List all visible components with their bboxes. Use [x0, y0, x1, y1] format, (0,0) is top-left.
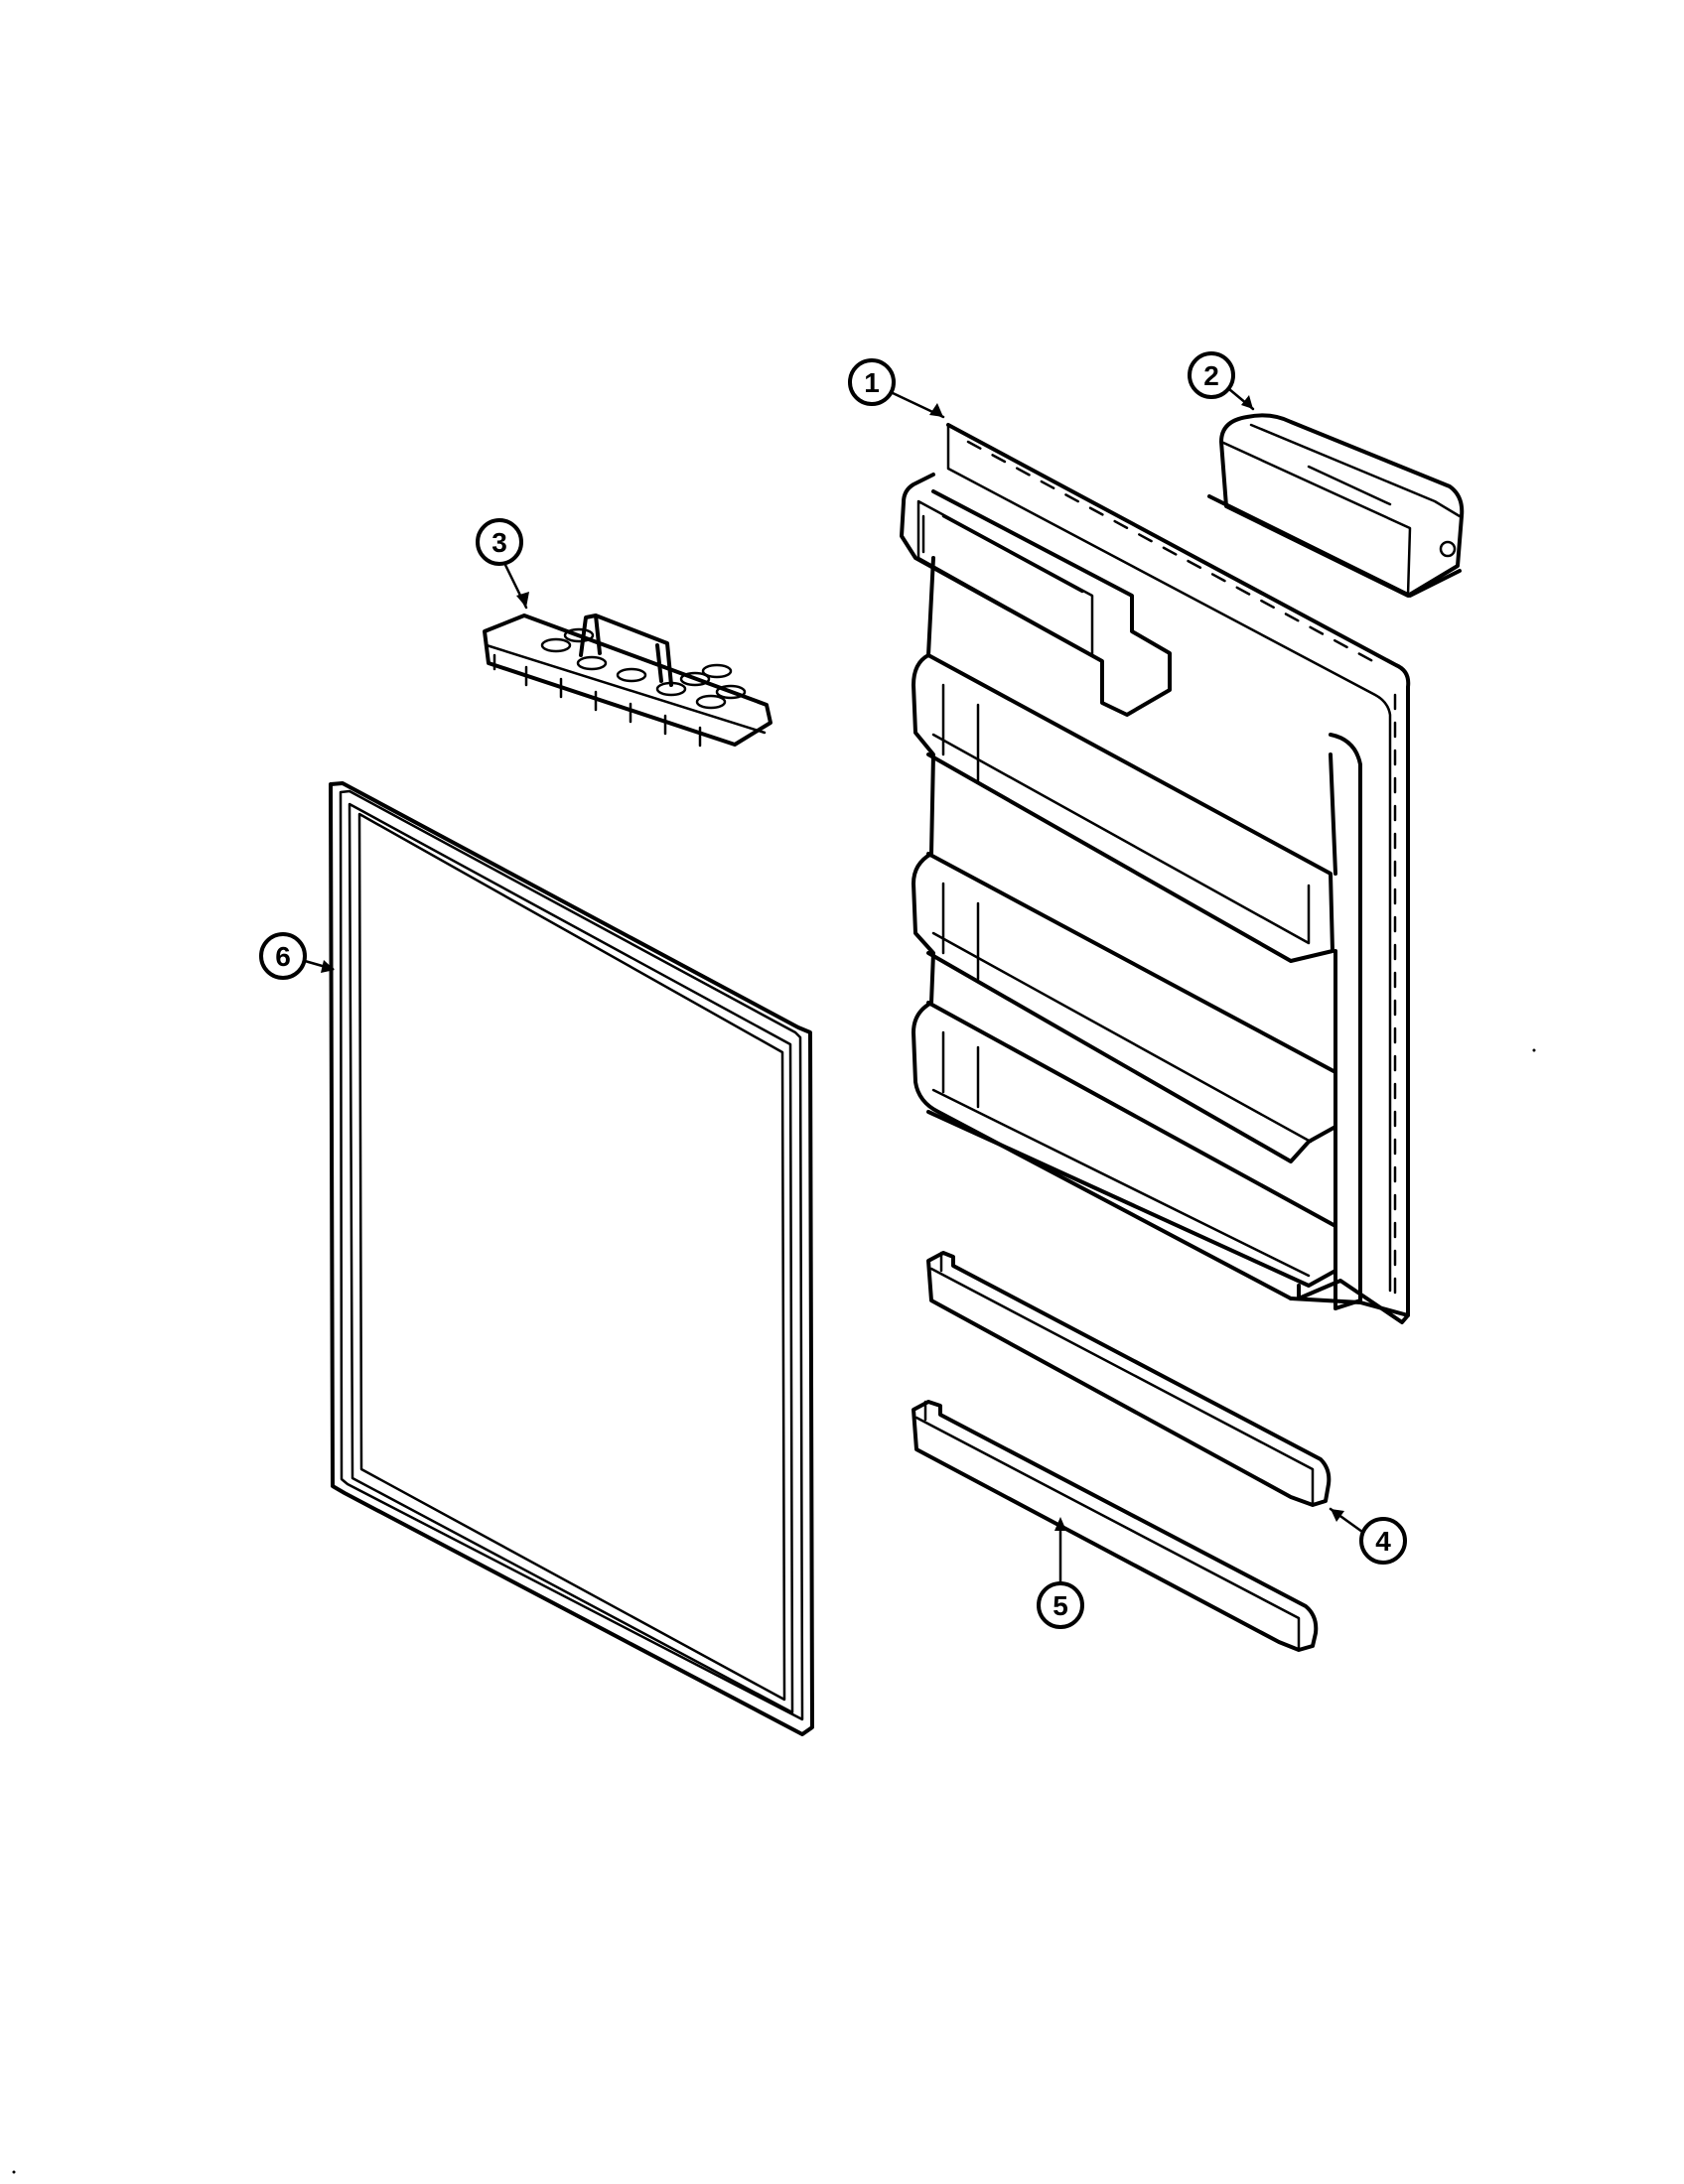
door-bar-lower	[912, 1400, 1319, 1652]
callout-3: 3	[476, 518, 523, 566]
dairy-door	[1207, 413, 1465, 598]
svg-text:6: 6	[275, 941, 291, 972]
door-gasket	[329, 781, 814, 1736]
callout-4: 4	[1359, 1517, 1407, 1565]
corner-mark	[12, 2170, 16, 2174]
svg-text:5: 5	[1052, 1590, 1068, 1621]
callout-1: 1	[848, 358, 896, 406]
callout-leaders	[303, 387, 1364, 1584]
svg-text:2: 2	[1203, 360, 1219, 391]
callout-5: 5	[1037, 1581, 1084, 1629]
svg-text:1: 1	[864, 367, 880, 398]
door-bar-upper	[926, 1251, 1332, 1507]
callout-6: 6	[259, 932, 307, 980]
svg-text:4: 4	[1375, 1526, 1391, 1557]
svg-text:3: 3	[491, 527, 507, 558]
callout-2: 2	[1188, 351, 1235, 399]
egg-tray	[483, 614, 772, 748]
door-liner	[900, 423, 1536, 1324]
